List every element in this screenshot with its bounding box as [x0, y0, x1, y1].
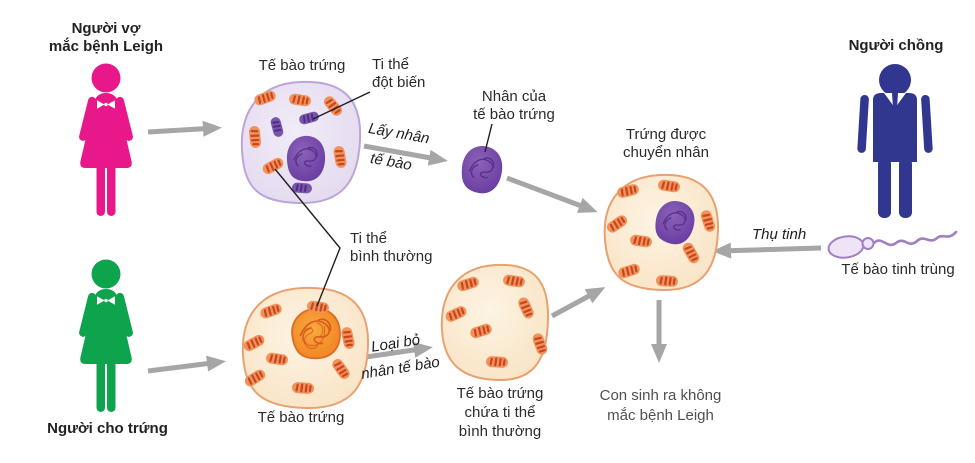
arrow-wife-to-egg [147, 120, 222, 137]
normal-mito-label: Ti thể bình thường [350, 230, 433, 265]
line-normal-mito [274, 168, 341, 307]
wife-egg-cell [240, 80, 362, 205]
fertilization-label: Thụ tinh [752, 226, 807, 243]
sperm-label: Tế bào tinh trùng [841, 261, 955, 278]
sperm-icon [827, 230, 958, 259]
extracted-nucleus-label: Nhân của tế bào trứng [473, 88, 555, 123]
extracted-nucleus [458, 142, 506, 197]
line-mutated-mito [312, 91, 371, 120]
arrow-donor-to-egg [147, 355, 226, 374]
outcome-label: Con sinh ra không mắc bệnh Leigh [599, 387, 722, 424]
annotation-lines [274, 91, 493, 307]
wife-icon [78, 63, 134, 216]
husband-title: Người chồng [848, 37, 944, 54]
wife-egg-nucleus [286, 135, 326, 182]
flow-arrows [147, 120, 822, 374]
arrow-nucleus-to-egg [506, 175, 598, 213]
transferred-egg-label: Trứng được chuyển nhân [623, 126, 709, 161]
donor-egg-label: Tế bào trứng [257, 409, 345, 426]
arrow-enucleated-to-egg [550, 287, 606, 319]
arrow-take-nucleus [363, 143, 448, 166]
enucleated-egg-label: Tế bào trứng chứa ti thể bình thường [456, 385, 544, 440]
enucleated-egg-cell [440, 263, 551, 382]
transferred-egg-cell [603, 173, 720, 292]
husband-icon [857, 64, 933, 218]
mutated-mito-label: Ti thể đột biến [372, 56, 426, 91]
line-nucleus-label [484, 123, 493, 153]
wife-title: Người vợ mắc bệnh Leigh [48, 20, 164, 55]
donor-egg-cell [240, 286, 370, 410]
arrow-fertilization [712, 242, 822, 259]
donor-title: Người cho trứng [47, 420, 168, 437]
donor-icon [78, 259, 134, 412]
arrow-remove-nucleus [365, 341, 433, 360]
wife-egg-label: Tế bào trứng [258, 57, 346, 74]
